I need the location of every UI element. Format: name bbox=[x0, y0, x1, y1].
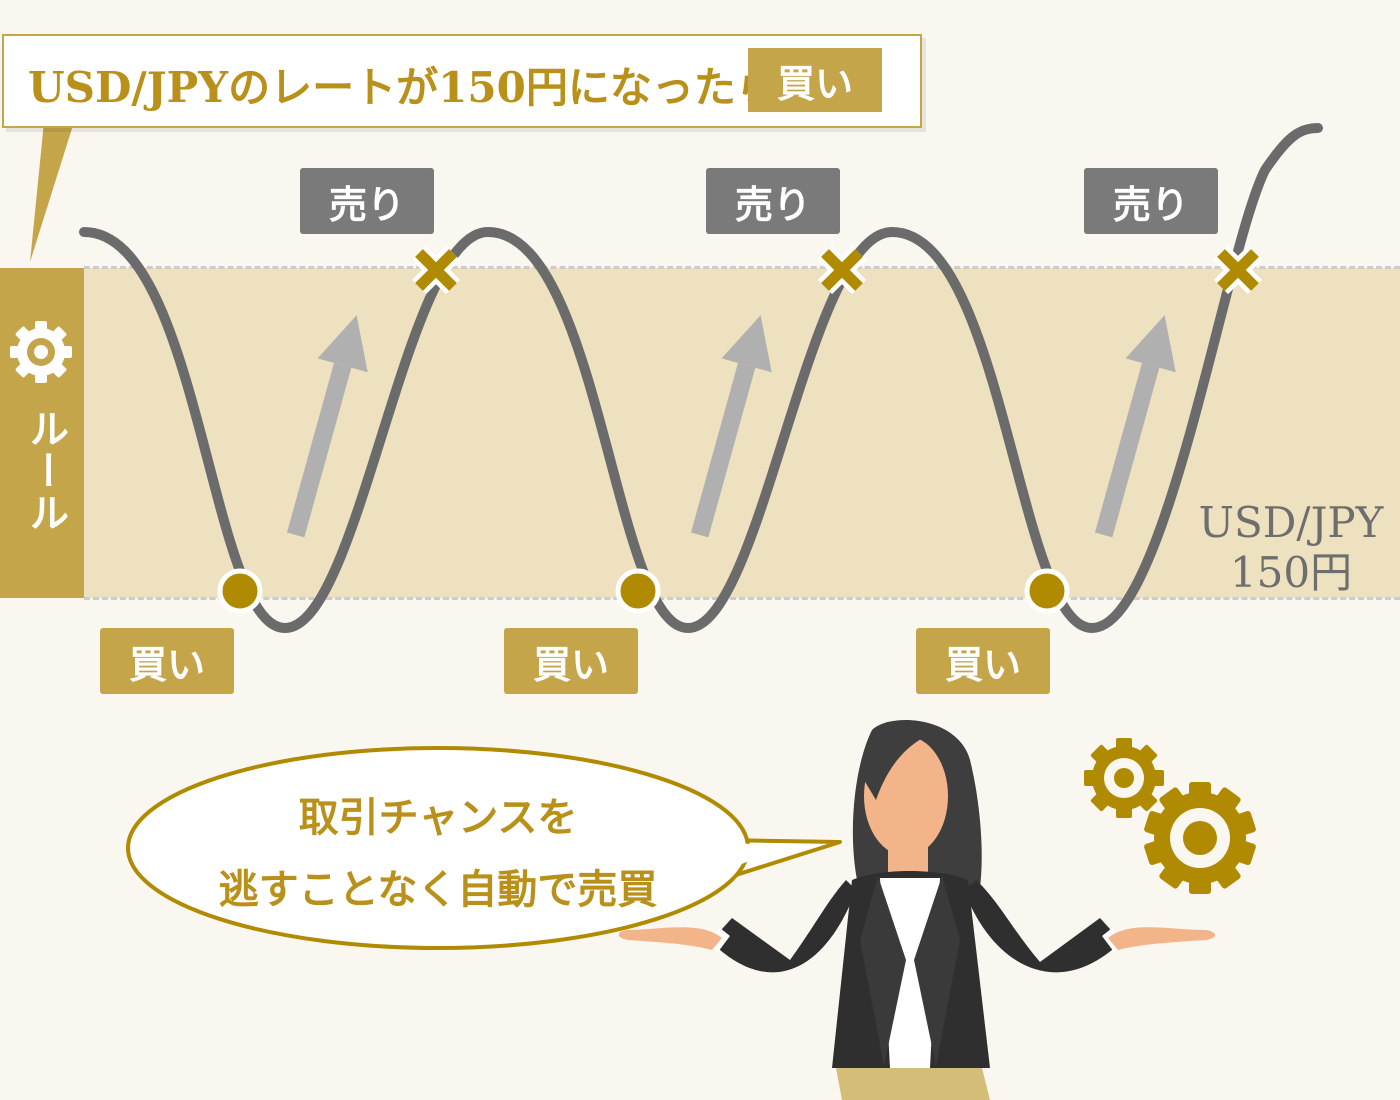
band-upper-dashed-line bbox=[84, 266, 1400, 269]
speech-line-1: 取引チャンスを bbox=[298, 794, 578, 841]
threshold-band bbox=[84, 268, 1400, 598]
buy-tag: 買い bbox=[916, 628, 1050, 694]
price-curve bbox=[79, 123, 1323, 634]
sell-markers bbox=[411, 245, 1263, 295]
large-gear-icon bbox=[1144, 782, 1256, 894]
buy-points bbox=[217, 568, 1070, 614]
small-gear-icon bbox=[1084, 738, 1164, 818]
gear-icon bbox=[10, 321, 72, 383]
rule-box: USD/JPYのレートが150円になったら 買い bbox=[2, 34, 922, 128]
threshold-pair: USD/JPY bbox=[1198, 498, 1384, 547]
sell-marker bbox=[1213, 245, 1263, 295]
speech-bubble bbox=[126, 746, 842, 950]
up-arrow bbox=[690, 315, 772, 538]
threshold-label: USD/JPY 150円 bbox=[1196, 498, 1386, 598]
rule-condition-text: USD/JPYのレートが150円になったら bbox=[28, 63, 778, 112]
businesswoman-illustration bbox=[618, 719, 1215, 1100]
speech-bubble-text: 取引チャンスを 逃すことなく自動で売買 bbox=[130, 782, 746, 926]
rule-label: ルール bbox=[22, 408, 69, 534]
up-arrow bbox=[1094, 315, 1176, 538]
up-arrow bbox=[286, 315, 368, 538]
threshold-price: 150円 bbox=[1229, 548, 1353, 597]
sell-tag: 売り bbox=[706, 168, 840, 234]
band-lower-dashed-line bbox=[84, 597, 1400, 600]
rule-action-tag: 買い bbox=[748, 48, 882, 112]
buy-point bbox=[1024, 568, 1070, 614]
buy-point bbox=[217, 568, 263, 614]
up-arrows bbox=[286, 315, 1176, 538]
sell-marker bbox=[817, 245, 867, 295]
sell-marker bbox=[411, 245, 461, 295]
buy-tag: 買い bbox=[504, 628, 638, 694]
rule-box-pointer bbox=[30, 122, 74, 262]
buy-tag: 買い bbox=[100, 628, 234, 694]
gears-icon bbox=[1084, 738, 1256, 894]
speech-line-2: 逃すことなく自動で売買 bbox=[218, 866, 658, 913]
sell-tag: 売り bbox=[300, 168, 434, 234]
sell-tag: 売り bbox=[1084, 168, 1218, 234]
buy-point bbox=[615, 568, 661, 614]
